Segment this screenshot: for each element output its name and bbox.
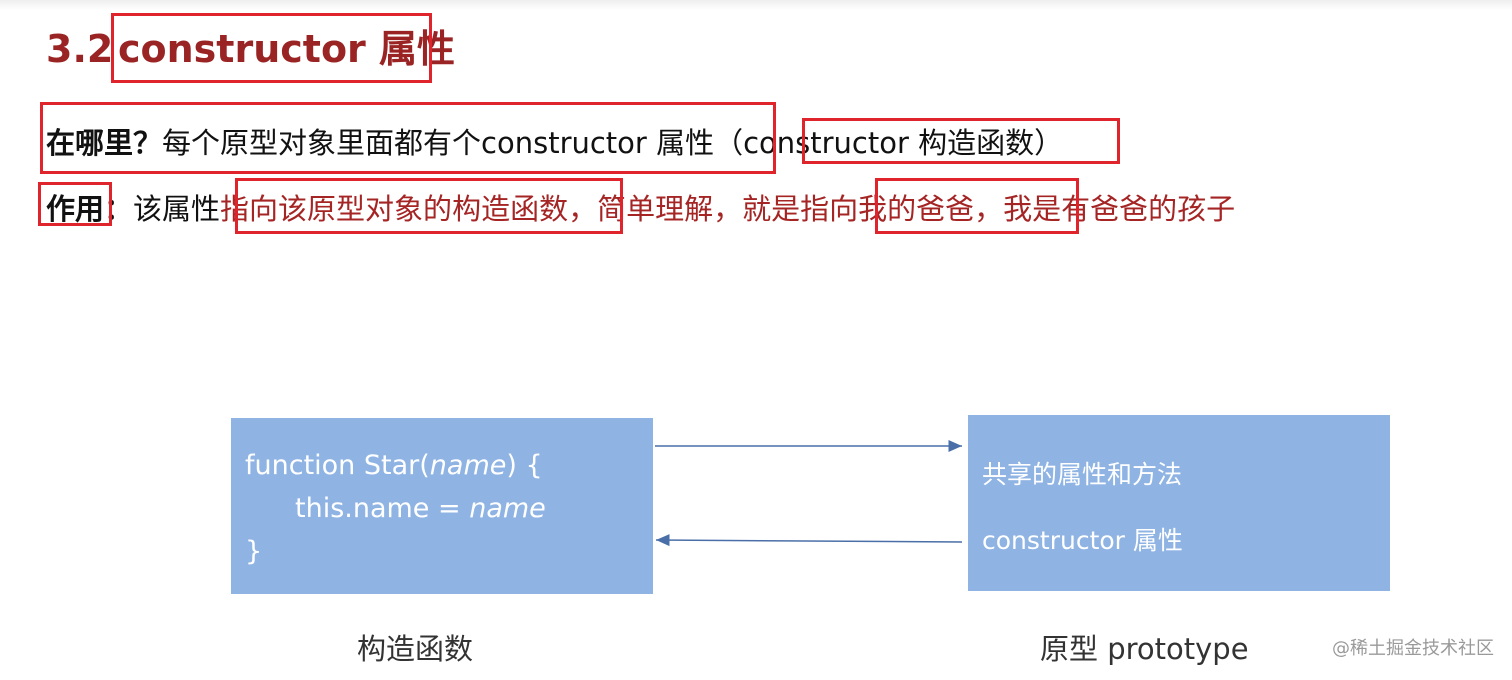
code-value: name bbox=[469, 493, 546, 524]
code-line-1: function Star(name) { bbox=[245, 444, 543, 487]
purpose-part5: 我是有爸爸的孩子 bbox=[1003, 192, 1236, 226]
where-highlight-box bbox=[40, 102, 776, 174]
shared-members-text: 共享的属性和方法 bbox=[982, 460, 1183, 489]
purpose-part4: 指向我的爸爸 bbox=[800, 192, 975, 226]
top-bar bbox=[0, 0, 1512, 10]
purpose-comma2: ， bbox=[974, 192, 1004, 226]
section-title: constructor 属性 bbox=[118, 27, 456, 71]
code-param: name bbox=[429, 450, 507, 481]
purpose-comma1: ， bbox=[568, 192, 598, 226]
constructor-highlight-box bbox=[802, 118, 1120, 164]
purpose-label-box bbox=[38, 182, 112, 226]
code-open-brace: ) { bbox=[506, 450, 543, 481]
constructor-caption: 构造函数 bbox=[357, 632, 474, 666]
watermark: @稀土掘金技术社区 bbox=[1332, 638, 1494, 659]
code-function-keyword: function Star( bbox=[245, 450, 430, 481]
purpose-line: 作用：该属性指向该原型对象的构造函数，简单理解，就是指向我的爸爸，我是有爸爸的孩… bbox=[46, 190, 1235, 228]
purpose-part2: 构造函数 bbox=[452, 192, 569, 226]
purpose-label: 作用 bbox=[46, 192, 105, 226]
constructor-function-box: function Star(name) { this.name = name } bbox=[231, 418, 653, 594]
section-number: 3.2 bbox=[46, 27, 114, 71]
where-label: 在哪里？ bbox=[46, 126, 163, 160]
purpose-part1: 指向该原型对象的 bbox=[220, 192, 453, 226]
prototype-object-box: 共享的属性和方法 constructor 属性 bbox=[968, 415, 1390, 591]
constructor-highlight: constructor 构造函数 bbox=[743, 126, 1035, 160]
where-close-paren: ） bbox=[1034, 126, 1064, 160]
purpose-intro: 该属性 bbox=[133, 192, 221, 226]
code-line-2: this.name = name bbox=[295, 487, 546, 530]
constructor-arrow bbox=[655, 534, 963, 547]
where-line: 在哪里？每个原型对象里面都有个constructor 属性（constructo… bbox=[46, 124, 1063, 162]
constructor-property-text: constructor 属性 bbox=[982, 526, 1183, 555]
purpose-colon: ： bbox=[104, 192, 134, 226]
points-to-constructor-box bbox=[235, 178, 623, 234]
where-text: 每个原型对象里面都有个constructor 属性（ bbox=[162, 126, 744, 160]
code-line-3: } bbox=[245, 536, 263, 567]
title-highlight-box bbox=[111, 13, 432, 83]
points-to-dad-box bbox=[875, 178, 1079, 234]
purpose-part3: 简单理解，就是 bbox=[597, 192, 801, 226]
code-assignment: this.name = bbox=[295, 493, 470, 524]
prototype-caption: 原型 prototype bbox=[1040, 632, 1249, 666]
